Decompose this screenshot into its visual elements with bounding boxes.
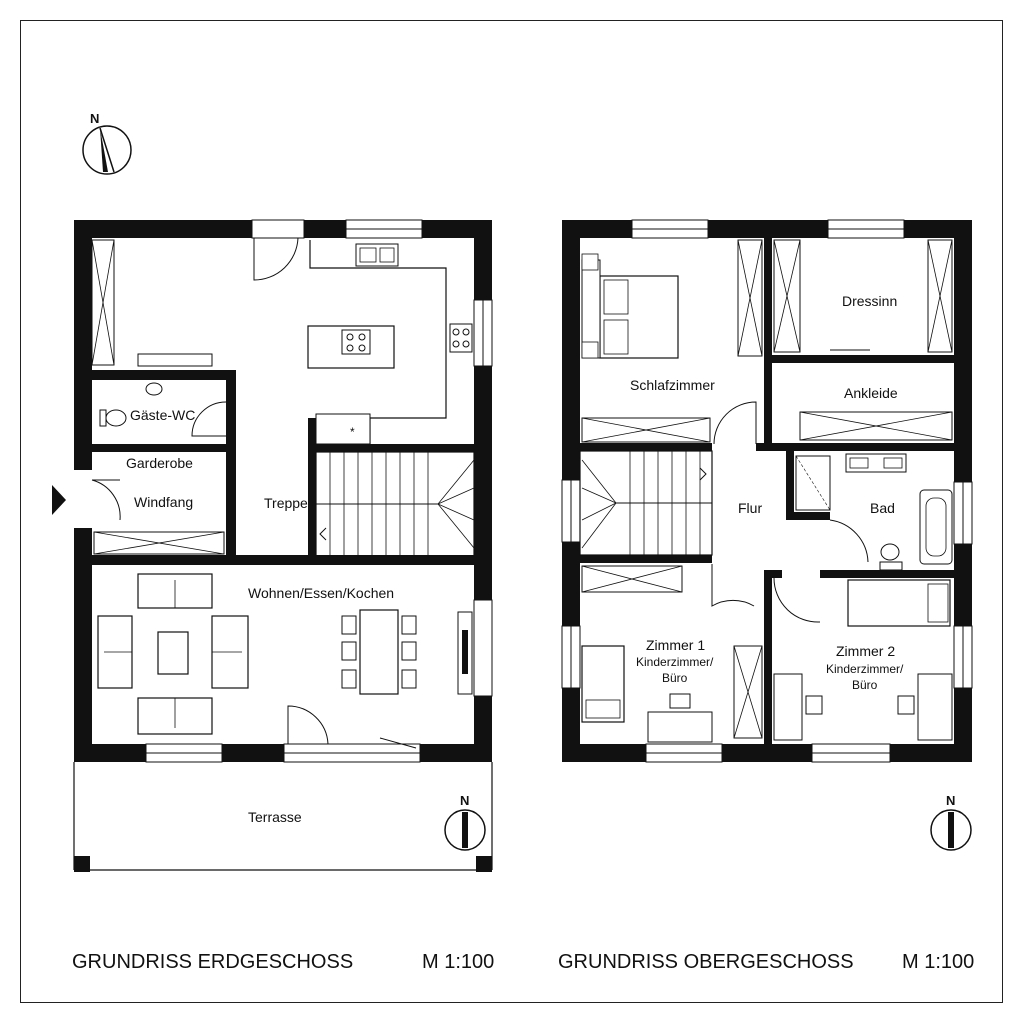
drawing-frame (20, 20, 1003, 1003)
room-label-ankleide: Ankleide (844, 385, 898, 401)
room-label-zimmer2-sub1: Kinderzimmer/ (826, 662, 904, 676)
upper-floor-north-arrow-icon: N (930, 793, 972, 851)
ground-floor-north-arrow-icon: N (444, 793, 486, 851)
svg-text:*: * (350, 425, 355, 439)
room-label-gaeste-wc: Gäste-WC (130, 407, 195, 423)
ground-floor-scale: M 1:100 (422, 951, 494, 973)
site-north-arrow-icon: N (82, 111, 132, 175)
room-label-flur: Flur (738, 500, 762, 516)
room-label-terrasse: Terrasse (248, 809, 302, 825)
room-label-zimmer2-sub2: Büro (852, 678, 878, 692)
room-label-zimmer1-sub2: Büro (662, 671, 688, 685)
room-label-schlafzimmer: Schlafzimmer (630, 377, 715, 393)
room-label-garderobe: Garderobe (126, 455, 193, 471)
site-north-label: N (90, 111, 99, 126)
upper-floor-plan: Schlafzimmer Dressinn Ankleide Flur Bad … (561, 219, 973, 851)
room-label-zimmer1-title: Zimmer 1 (646, 637, 705, 653)
room-label-zimmer1-sub1: Kinderzimmer/ (636, 655, 714, 669)
room-label-bad: Bad (870, 500, 895, 516)
ground-floor-caption: GRUNDRISS ERDGESCHOSS (72, 951, 353, 973)
room-label-zimmer2-title: Zimmer 2 (836, 643, 895, 659)
room-label-wohnen: Wohnen/Essen/Kochen (248, 585, 394, 601)
ground-floor-north-label: N (460, 793, 469, 808)
upper-floor-scale: M 1:100 (902, 951, 974, 973)
ground-floor-plan: * (52, 219, 493, 872)
room-label-treppe: Treppe (264, 495, 308, 511)
upper-floor-caption: GRUNDRISS OBERGESCHOSS (558, 951, 854, 973)
room-label-dressing: Dressinn (842, 293, 897, 309)
upper-floor-north-label: N (946, 793, 955, 808)
room-label-windfang: Windfang (134, 494, 193, 510)
